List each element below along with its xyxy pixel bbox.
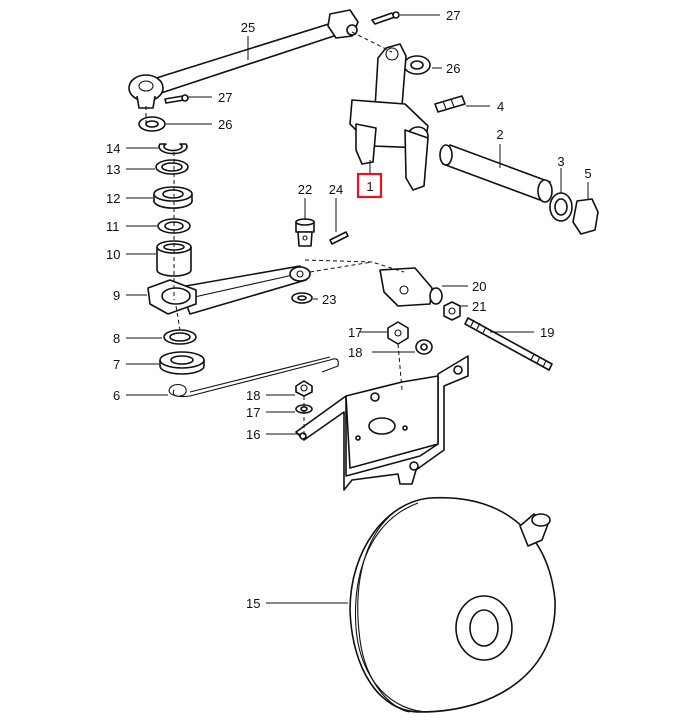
callout-27-left: 27 (218, 90, 232, 105)
callout-18-left: 18 (246, 388, 260, 403)
part-23-washer (291, 292, 313, 304)
part-9-lever-arm (147, 265, 311, 315)
assembly-guide-lines (145, 31, 405, 436)
part-2-shaft (439, 144, 553, 203)
callout-5: 5 (584, 166, 591, 181)
leader-lines (126, 14, 589, 604)
callout-27-top: 27 (446, 8, 460, 23)
part-1-lever-fork (349, 43, 429, 191)
callout-24: 24 (329, 182, 343, 197)
part-19-threaded-rod (464, 317, 553, 371)
part-13-ring (155, 159, 189, 175)
callout-1: 1 (366, 179, 373, 194)
part-20-clevis (379, 267, 443, 307)
part-12-bearing-cup (153, 186, 193, 209)
part-16-mounting-bracket (295, 355, 469, 491)
callout-12: 12 (106, 191, 120, 206)
callout-16: 16 (246, 427, 260, 442)
callout-22: 22 (298, 182, 312, 197)
part-15-drum (349, 496, 556, 713)
callout-4: 4 (497, 99, 504, 114)
part-18-washer-right (415, 339, 433, 355)
callout-26-left: 26 (218, 117, 232, 132)
callout-19: 19 (540, 325, 554, 340)
callout-labels: 1 2 3 4 5 6 7 8 9 10 11 12 13 14 15 16 1… (106, 8, 592, 611)
part-22-bolt (295, 218, 315, 247)
callout-6: 6 (113, 388, 120, 403)
callout-11: 11 (106, 219, 120, 234)
part-18-washer-left (295, 380, 313, 397)
callout-3: 3 (557, 154, 564, 169)
part-14-clip-ring (158, 143, 188, 155)
callout-26-top: 26 (446, 61, 460, 76)
callout-13: 13 (106, 162, 120, 177)
callout-1-highlight-box (356, 172, 383, 199)
callout-18-right: 18 (348, 345, 362, 360)
part-7-bearing-seal (159, 351, 205, 375)
part-26-washer-top (403, 55, 431, 75)
part-21-nut (443, 301, 461, 321)
callout-17-left: 17 (246, 405, 260, 420)
part-3-seal-ring (549, 192, 573, 222)
part-6-return-spring (168, 356, 339, 398)
part-4-pin (434, 95, 466, 113)
callout-8: 8 (113, 331, 120, 346)
part-25-linkage-rod (128, 9, 359, 109)
callout-10: 10 (106, 247, 120, 262)
callout-21: 21 (472, 299, 486, 314)
part-17-nut-right (387, 321, 409, 345)
part-27-cotter-pin-top (371, 11, 400, 25)
callout-2: 2 (496, 127, 503, 142)
callout-7: 7 (113, 357, 120, 372)
callout-15: 15 (246, 596, 260, 611)
callout-9: 9 (113, 288, 120, 303)
part-5-cap (572, 198, 599, 235)
part-8-ring (163, 329, 197, 345)
callout-23: 23 (322, 292, 336, 307)
callout-17-right: 17 (348, 325, 362, 340)
part-24-split-pin (329, 231, 349, 245)
part-26-washer-left (138, 116, 166, 132)
callout-14: 14 (106, 141, 120, 156)
callout-25: 25 (241, 20, 255, 35)
callout-20: 20 (472, 279, 486, 294)
part-27-cotter-pin-left (164, 94, 189, 104)
